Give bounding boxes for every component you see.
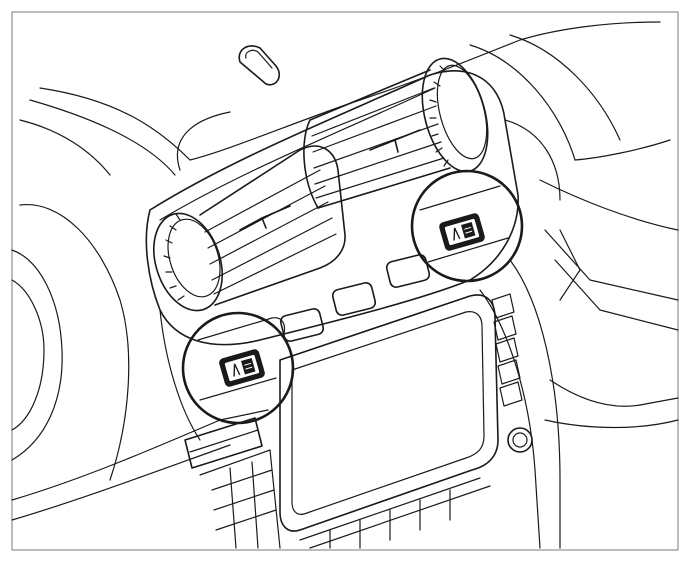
left-vent-callout [181,311,295,425]
console-button-row [279,254,431,342]
defrost-slot [238,45,281,86]
right-vent-callout [410,169,524,283]
right-air-vent [303,57,489,209]
navigation-screen [279,294,499,549]
vent-adjuster-switch-icon[interactable] [219,349,265,387]
figure-frame [11,11,679,551]
left-air-vent [153,145,346,312]
vent-adjuster-switch-icon[interactable] [439,213,485,251]
side-button-column [491,293,533,453]
steering-column [11,204,281,549]
dash-top-surface [19,21,671,176]
center-console-bezel [145,70,561,549]
passenger-dash [539,179,679,429]
